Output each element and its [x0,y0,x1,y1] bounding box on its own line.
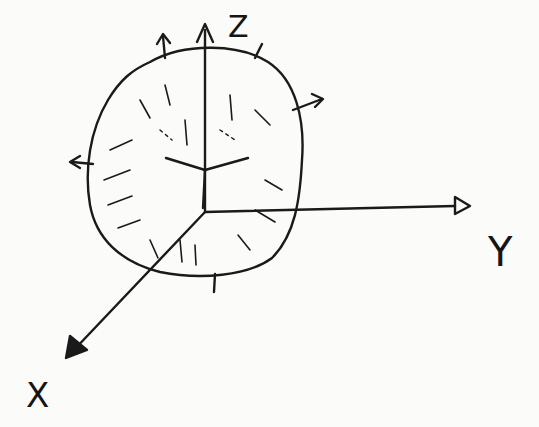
axis-label: X [26,378,49,412]
axis-label: Y [488,232,512,272]
axis-label: Z [228,12,249,42]
